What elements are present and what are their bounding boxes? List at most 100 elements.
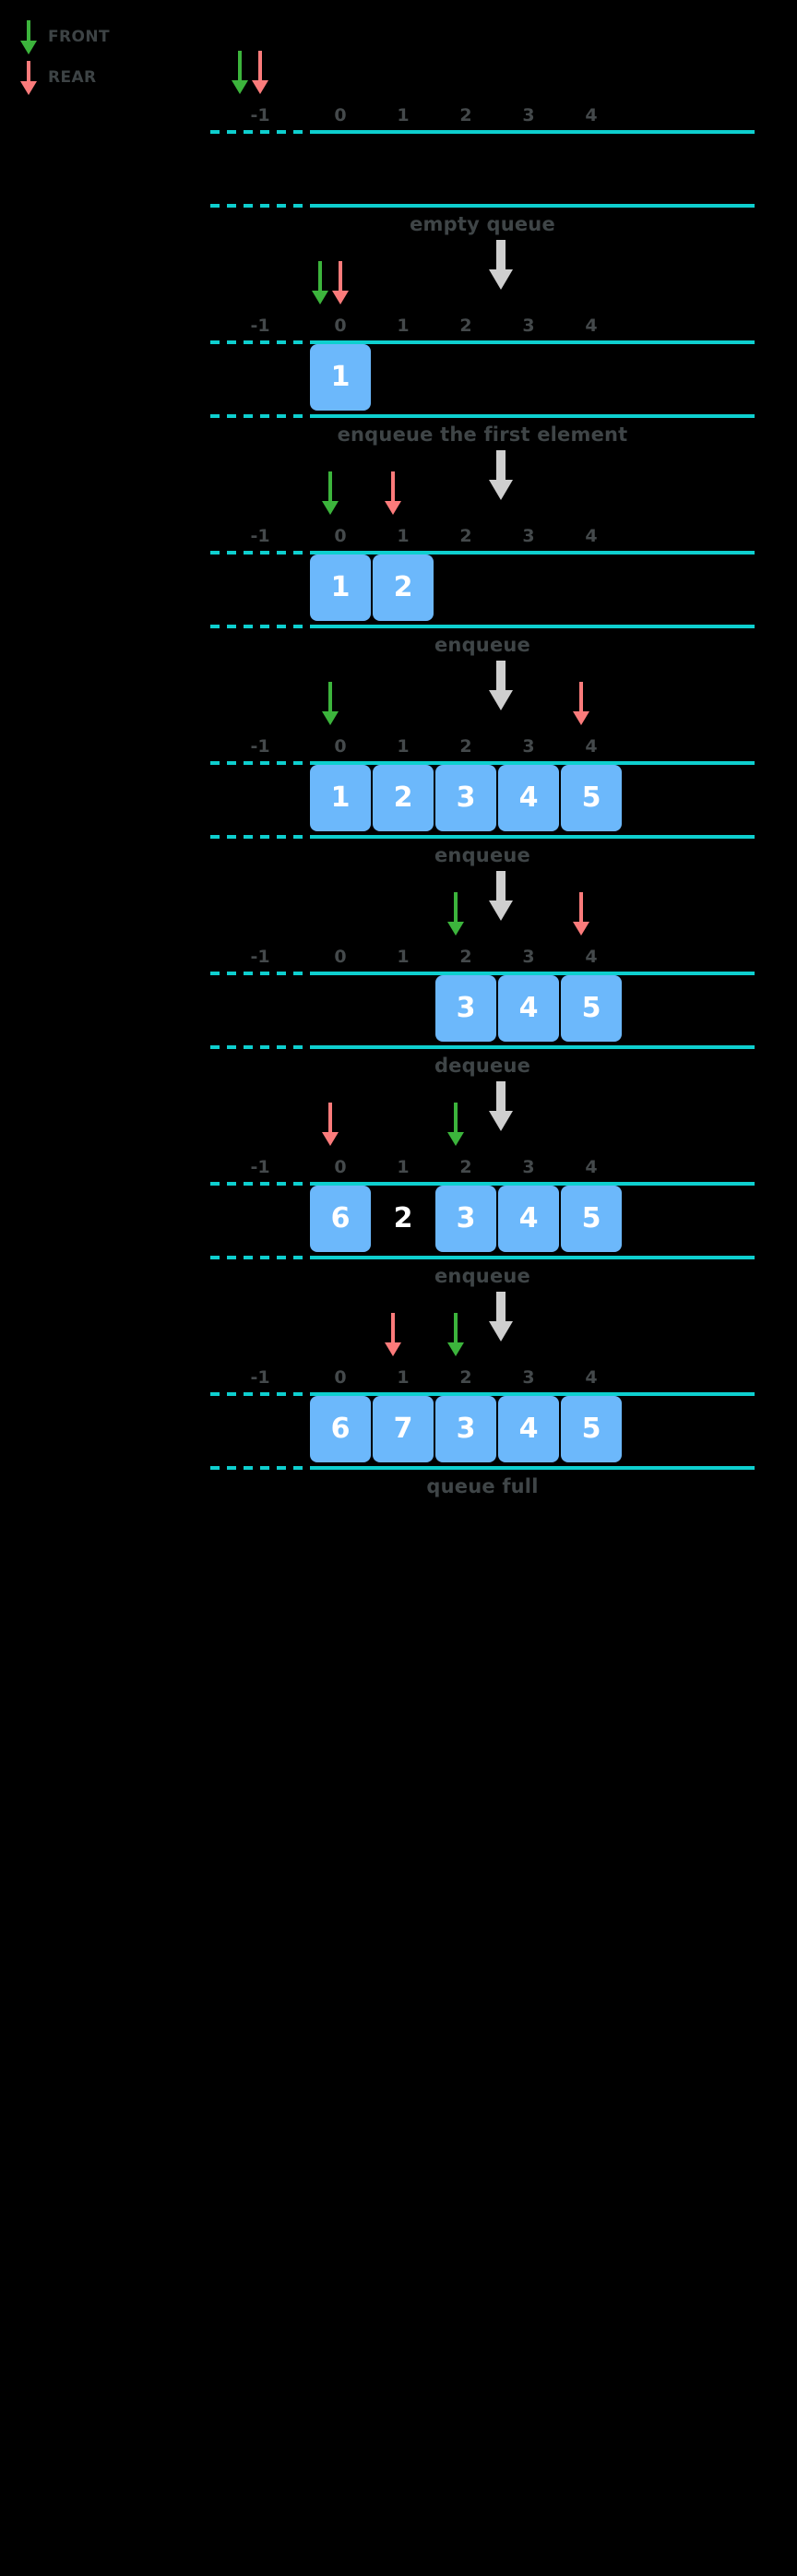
queue-cell[interactable]: 3	[435, 765, 496, 831]
front-pointer-arrow-icon	[320, 471, 340, 519]
index-tick-label: 3	[522, 1367, 535, 1388]
index-tick-label: 2	[459, 316, 472, 336]
index-tick-label: 4	[585, 316, 598, 336]
rail-dashed-segment	[210, 625, 310, 628]
rail-dashed-segment	[210, 1045, 310, 1049]
rear-pointer-arrow-icon	[383, 1313, 403, 1361]
queue-cell[interactable]: 7	[373, 1396, 434, 1462]
legend-label-rear: REAR	[48, 67, 97, 87]
queue-cell[interactable]: 5	[561, 765, 622, 831]
queue-cell[interactable]: 5	[561, 1396, 622, 1462]
rail-solid-segment	[310, 204, 755, 208]
queue-cell[interactable]: 6	[310, 1396, 371, 1462]
index-tick-label: 3	[522, 526, 535, 546]
pointer-lane	[210, 1103, 755, 1154]
index-tick-label: -1	[250, 105, 270, 125]
front-pointer-arrow-icon	[310, 261, 330, 309]
rail-dashed-segment	[210, 204, 310, 208]
queue-cell[interactable]: 3	[435, 1396, 496, 1462]
queue-cell[interactable]: 2	[393, 1202, 413, 1234]
pointer-lane	[210, 261, 755, 313]
queue-top-rail	[210, 1392, 755, 1396]
queue-cell[interactable]: 4	[498, 975, 559, 1042]
flow-arrow-icon	[0, 450, 797, 506]
flow-arrow-icon	[0, 661, 797, 716]
queue-cell[interactable]: 1	[310, 765, 371, 831]
front-pointer-arrow-icon	[446, 1313, 466, 1361]
index-tick-label: -1	[250, 947, 270, 967]
queue-bottom-rail	[210, 1256, 755, 1259]
queue-cell[interactable]: 3	[435, 975, 496, 1042]
queue-cell[interactable]: 4	[498, 1396, 559, 1462]
queue-cell[interactable]: 4	[498, 1186, 559, 1252]
index-tick-label: 2	[459, 1367, 472, 1388]
index-tick-label: 2	[459, 526, 472, 546]
index-tick-label: 2	[459, 736, 472, 757]
queue-cell[interactable]: 6	[310, 1186, 371, 1252]
rail-solid-segment	[310, 1045, 755, 1049]
queue-bottom-rail	[210, 1045, 755, 1049]
step-caption: enqueue	[434, 844, 530, 866]
queue-bottom-rail	[210, 414, 755, 418]
queue-cell[interactable]: 1	[310, 344, 371, 411]
rail-dashed-segment	[210, 414, 310, 418]
rail-dashed-segment	[210, 835, 310, 839]
pointer-lane	[210, 682, 755, 733]
rear-pointer-arrow-icon	[571, 892, 591, 940]
queue-cell[interactable]: 2	[373, 765, 434, 831]
queue-cell[interactable]: 4	[498, 765, 559, 831]
rail-solid-segment	[310, 1256, 755, 1259]
queue-cell[interactable]: 5	[561, 1186, 622, 1252]
step-caption: dequeue	[434, 1055, 531, 1077]
index-tick-label: 1	[397, 1157, 410, 1177]
index-tick-label: 3	[522, 736, 535, 757]
queue-cell[interactable]: 5	[561, 975, 622, 1042]
rail-dashed-segment	[210, 551, 310, 555]
queue-cells	[210, 134, 755, 200]
step-caption: queue full	[426, 1475, 539, 1497]
legend-label-front: FRONT	[48, 27, 110, 46]
index-tick-label: 1	[397, 526, 410, 546]
rail-solid-segment	[310, 130, 755, 134]
queue-cell[interactable]: 2	[373, 555, 434, 621]
index-tick-label: 2	[459, 1157, 472, 1177]
rear-pointer-arrow-icon	[250, 51, 270, 99]
rear-pointer-arrow-icon	[571, 682, 591, 730]
rail-solid-segment	[310, 972, 755, 975]
index-tick-label: 2	[459, 105, 472, 125]
index-tick-label: 3	[522, 947, 535, 967]
queue-top-rail	[210, 1182, 755, 1186]
step-caption: enqueue	[434, 634, 530, 656]
queue-cell[interactable]: 3	[435, 1186, 496, 1252]
index-tick-label: 4	[585, 1157, 598, 1177]
step-caption: enqueue the first element	[337, 423, 628, 446]
queue-bottom-rail	[210, 625, 755, 628]
index-tick-label: 4	[585, 947, 598, 967]
queue-top-rail	[210, 130, 755, 134]
down-arrow-icon	[17, 17, 41, 57]
rail-dashed-segment	[210, 972, 310, 975]
index-tick-label: -1	[250, 1157, 270, 1177]
rail-solid-segment	[310, 551, 755, 555]
queue-bottom-rail	[210, 835, 755, 839]
queue-top-rail	[210, 972, 755, 975]
flow-arrow-icon	[0, 871, 797, 926]
flow-arrow-icon	[0, 240, 797, 295]
queue-cell[interactable]: 1	[310, 555, 371, 621]
rail-solid-segment	[310, 625, 755, 628]
rear-pointer-arrow-icon	[383, 471, 403, 519]
index-tick-label: 3	[522, 316, 535, 336]
front-pointer-arrow-icon	[446, 1103, 466, 1151]
rail-solid-segment	[310, 414, 755, 418]
rail-solid-segment	[310, 761, 755, 765]
flow-arrow-icon	[0, 1292, 797, 1347]
